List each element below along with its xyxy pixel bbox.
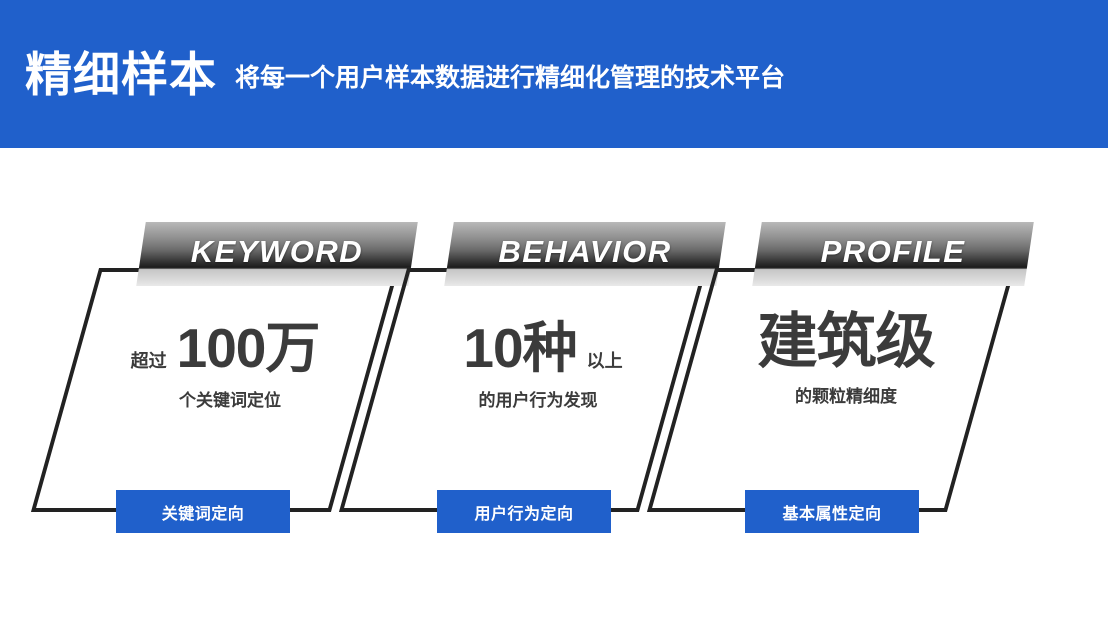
card-caption: 的颗粒精细度: [795, 387, 897, 406]
card-stat-line: 超过 100万: [40, 321, 420, 376]
feature-card-behavior[interactable]: BEHAVIOR 10种 以上 的用户行为发现 用户行为定向: [338, 148, 728, 621]
page-title: 精细样本: [25, 47, 217, 101]
card-banner: PROFILE: [752, 222, 1034, 286]
card-stat-block: 超过 100万 个关键词定位: [40, 321, 420, 411]
card-stat-line: 10种 以上: [348, 321, 728, 376]
stat-value: 建筑级: [757, 308, 936, 375]
card-tag-behavior[interactable]: 用户行为定向: [437, 490, 611, 533]
card-stat-block: 建筑级 的颗粒精细度: [656, 312, 1036, 407]
header-band: 精细样本 将每一个用户样本数据进行精细化管理的技术平台: [0, 0, 1108, 148]
card-stat-block: 10种 以上 的用户行为发现: [348, 321, 728, 411]
feature-card-keyword[interactable]: KEYWORD 超过 100万 个关键词定位 关键词定向: [30, 148, 420, 621]
card-caption: 的用户行为发现: [478, 391, 598, 410]
stat-value: 10种: [463, 317, 577, 379]
card-stat-line: 建筑级: [656, 312, 1036, 372]
feature-card-profile[interactable]: PROFILE 建筑级 的颗粒精细度 基本属性定向: [646, 148, 1036, 621]
stat-value: 100万: [176, 317, 321, 379]
stat-prefix: 超过: [130, 351, 167, 371]
stat-suffix: 以上: [586, 351, 623, 371]
card-tag-profile[interactable]: 基本属性定向: [745, 490, 919, 533]
card-banner-label: PROFILE: [820, 233, 966, 269]
cards-area: KEYWORD 超过 100万 个关键词定位 关键词定向 BEHAVIOR 10…: [0, 148, 1108, 621]
card-tag-keyword[interactable]: 关键词定向: [116, 490, 290, 533]
card-caption: 个关键词定位: [179, 391, 281, 410]
page-subtitle: 将每一个用户样本数据进行精细化管理的技术平台: [235, 63, 786, 92]
